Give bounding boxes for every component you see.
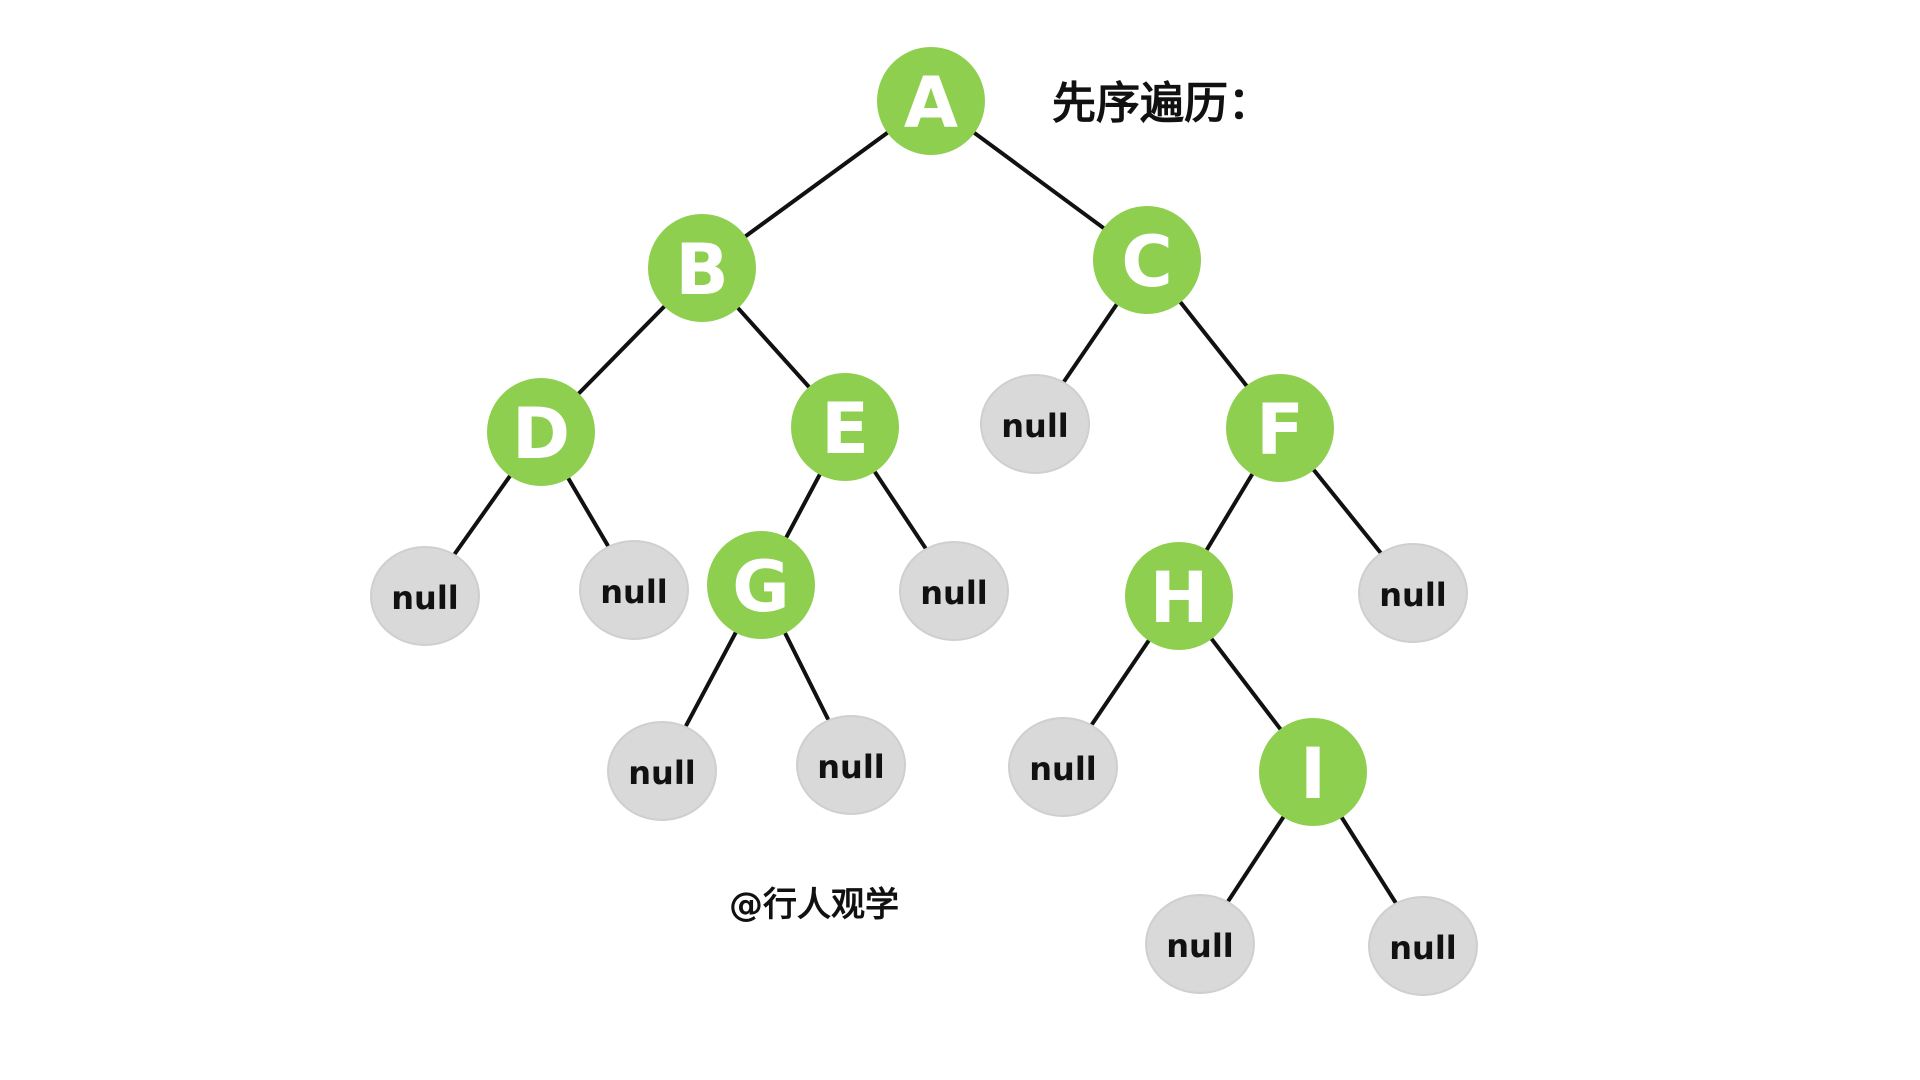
edge-c-null-left: [1062, 300, 1120, 384]
tree-edges: [453, 129, 1398, 904]
null-ellipse: [1368, 896, 1478, 996]
edge-b-d: [575, 303, 668, 397]
null-label: null: [920, 574, 988, 612]
edge-f-null-right: [1310, 466, 1383, 555]
node-circle: [877, 47, 985, 155]
tree-node-g: G: [707, 531, 815, 639]
tree-node-f: F: [1226, 374, 1334, 482]
node-label: E: [821, 388, 869, 470]
node-label: C: [1121, 221, 1172, 303]
node-circle: [648, 214, 756, 322]
null-node-f-right: null: [1358, 543, 1468, 643]
edge-c-f: [1177, 298, 1250, 390]
node-circle: [791, 373, 899, 481]
tree-node-h: H: [1125, 542, 1233, 650]
null-label: null: [628, 754, 696, 792]
node-label: H: [1150, 557, 1209, 639]
edge-e-g: [783, 470, 823, 542]
edge-d-null-left: [453, 472, 513, 556]
null-ellipse: [1008, 717, 1118, 817]
watermark: @行人观学: [729, 885, 899, 925]
edge-g-null-left: [684, 628, 739, 728]
null-node-d-left: null: [370, 546, 480, 646]
node-circle: [707, 531, 815, 639]
tree-node-e: E: [791, 373, 899, 481]
null-ellipse: [370, 546, 480, 646]
tree-node-b: B: [648, 214, 756, 322]
node-circle: [1226, 374, 1334, 482]
null-label: null: [1379, 576, 1447, 614]
null-node-i-right: null: [1368, 896, 1478, 996]
edge-e-null-right: [871, 468, 928, 550]
null-node-d-right: null: [579, 540, 689, 640]
null-label: null: [1389, 929, 1457, 967]
null-node-g-right: null: [796, 715, 906, 815]
null-label: null: [817, 748, 885, 786]
node-label: G: [732, 546, 789, 628]
edge-a-c: [970, 129, 1108, 232]
edge-d-null-right: [565, 474, 610, 548]
node-circle: [1093, 206, 1201, 314]
null-ellipse: [899, 541, 1009, 641]
null-node-e-right: null: [899, 541, 1009, 641]
null-label: null: [391, 579, 459, 617]
node-label: B: [675, 229, 728, 311]
null-label: null: [1029, 750, 1097, 788]
null-node-g-left: null: [607, 721, 717, 821]
tree-nodes: null null null null null null null null null null…: [370, 47, 1478, 996]
null-node-c-left: null: [980, 374, 1090, 474]
edge-h-null-left: [1090, 637, 1152, 726]
null-label: null: [1001, 407, 1069, 445]
node-circle: [1259, 718, 1367, 826]
null-ellipse: [796, 715, 906, 815]
null-ellipse: [607, 721, 717, 821]
null-node-h-left: null: [1008, 717, 1118, 817]
tree-node-i: I: [1259, 718, 1367, 826]
null-ellipse: [1358, 543, 1468, 643]
tree-node-c: C: [1093, 206, 1201, 314]
edge-b-e: [734, 304, 813, 391]
node-label: D: [512, 393, 570, 475]
null-ellipse: [980, 374, 1090, 474]
node-label: A: [904, 62, 958, 144]
null-ellipse: [1145, 894, 1255, 994]
edge-f-h: [1203, 470, 1256, 554]
null-label: null: [600, 573, 668, 611]
edge-a-b: [742, 129, 891, 240]
node-label: I: [1300, 733, 1326, 815]
null-ellipse: [579, 540, 689, 640]
tree-node-d: D: [487, 378, 595, 486]
null-label: null: [1166, 927, 1234, 965]
node-circle: [1125, 542, 1233, 650]
node-circle: [487, 378, 595, 486]
diagram-title: 先序遍历：: [1052, 78, 1272, 129]
tree-node-a: A: [877, 47, 985, 155]
edge-g-null-right: [782, 629, 830, 721]
null-node-i-left: null: [1145, 894, 1255, 994]
edge-h-i: [1208, 635, 1284, 733]
edge-i-null-left: [1226, 813, 1287, 903]
node-label: F: [1256, 389, 1304, 471]
edge-i-null-right: [1338, 814, 1398, 904]
